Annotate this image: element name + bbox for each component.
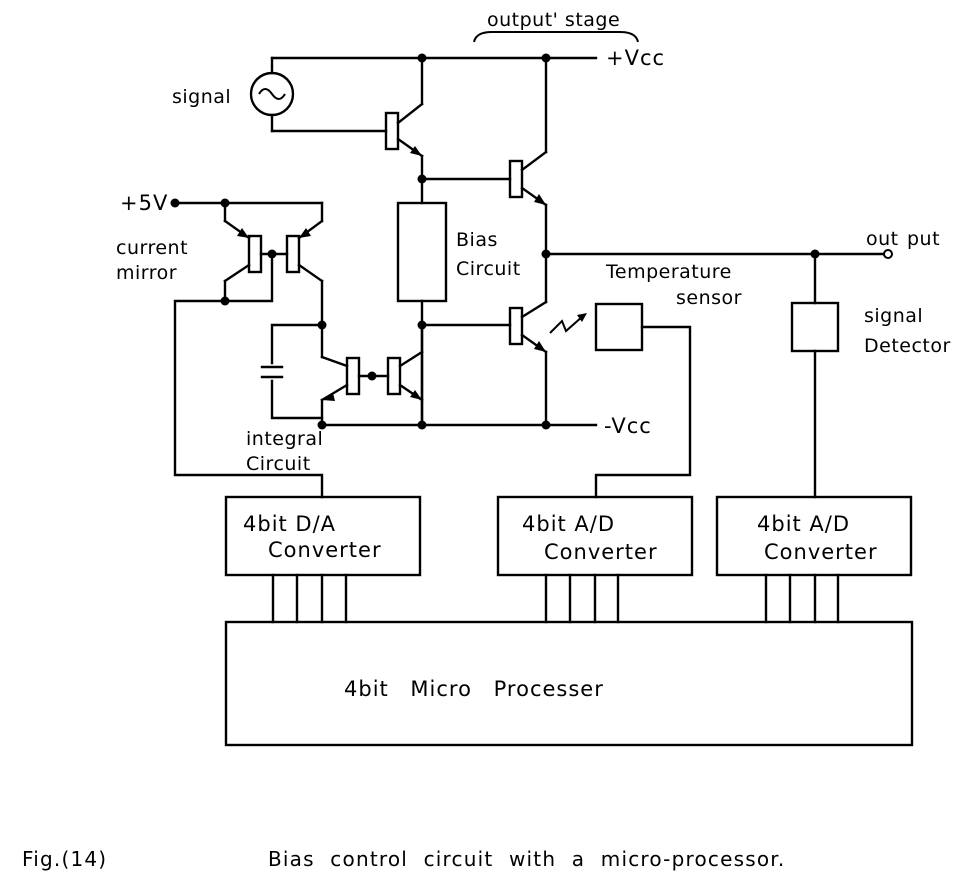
temperature-sensor-block — [594, 302, 692, 499]
figure-caption: Bias control circuit with a micro-proces… — [268, 847, 785, 871]
integral-circuit — [260, 323, 424, 430]
signal-source — [249, 56, 388, 133]
lower-output-transistor — [420, 300, 548, 427]
vcc-negative-label: -Vcc — [604, 414, 652, 438]
micro-processor-label: 4bit Micro Processer — [344, 677, 604, 701]
signal-detector-block — [790, 252, 840, 499]
vcc-negative-rail — [320, 420, 598, 430]
thermal-coupling-arrow — [549, 313, 587, 334]
signal-source-label: signal — [172, 86, 231, 108]
integral-circuit-label: Circuit — [246, 453, 311, 475]
data-bus-ad1 — [544, 573, 620, 624]
da-converter-label-1: 4bit D/A — [243, 512, 336, 536]
output-stage-label: output' stage — [487, 9, 620, 31]
integral-label: integral — [246, 428, 323, 450]
data-bus-da — [271, 573, 348, 624]
driver-transistor — [384, 56, 427, 205]
output-line — [544, 249, 893, 259]
signal-detector-label-1: signal — [864, 305, 923, 327]
da-converter-block — [224, 495, 422, 577]
data-bus-ad2 — [764, 573, 840, 624]
vcc-positive-label: +Vcc — [606, 46, 665, 70]
bias-label: Bias — [456, 229, 498, 251]
output-label-out: out — [866, 228, 899, 250]
signal-detector-label-2: Detector — [864, 335, 951, 357]
mirror-label: mirror — [116, 262, 177, 284]
plus-5v-label: +5V — [120, 191, 168, 215]
ad-converter-1-label-2: Converter — [544, 540, 658, 564]
current-mirror — [170, 198, 327, 499]
da-converter-label-2: Converter — [268, 538, 382, 562]
ad-converter-1-label-1: 4bit A/D — [522, 512, 615, 536]
ad-converter-2-label-2: Converter — [764, 540, 878, 564]
micro-processor-block — [224, 620, 914, 747]
ad-converter-2-label-1: 4bit A/D — [757, 512, 850, 536]
output-stage-brace — [473, 31, 639, 43]
bias-circuit-label: Circuit — [456, 258, 521, 280]
temperature-label: Temperature — [605, 261, 732, 283]
current-label: current — [116, 237, 188, 259]
vcc-positive-rail — [270, 53, 598, 63]
figure-number: Fig.(14) — [22, 847, 107, 871]
output-label-put: put — [907, 228, 940, 250]
sensor-label: sensor — [676, 287, 742, 309]
